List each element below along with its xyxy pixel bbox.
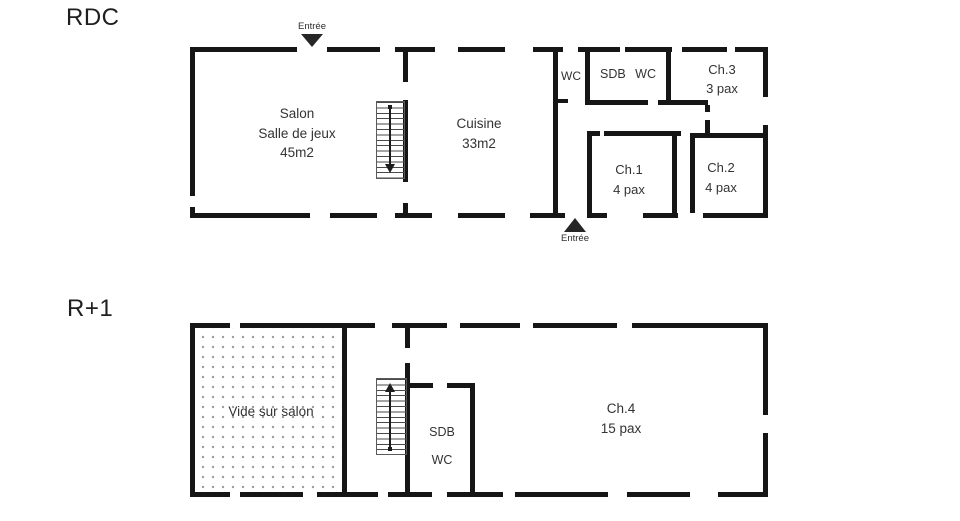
wall-segment: [403, 203, 408, 213]
wall-segment: [392, 323, 447, 328]
stair-arrow-up-icon: [385, 383, 395, 392]
wall-segment: [190, 323, 195, 497]
room-label-ch4: Ch.4 15 pax: [600, 401, 642, 436]
wall-segment: [458, 213, 505, 218]
floor-title-r1: R+1: [67, 295, 114, 322]
wall-segment: [703, 213, 768, 218]
wall-segment: [327, 47, 380, 52]
wall-segment: [625, 47, 672, 52]
room-label-vide-sur-salon: Vide sur salon: [228, 404, 314, 419]
wall-segment: [190, 47, 195, 196]
wall-segment: [405, 363, 410, 492]
wall-segment: [587, 213, 607, 218]
wall-segment: [403, 100, 408, 182]
wall-segment: [403, 52, 408, 82]
entrance-arrow-icon: [301, 34, 323, 47]
floor-title-rdc: RDC: [66, 4, 120, 31]
wall-segment: [533, 47, 563, 52]
wall-segment: [410, 383, 433, 388]
stair-arrow-start-dot: [388, 447, 392, 451]
wall-segment: [690, 133, 695, 213]
wall-segment: [447, 383, 475, 388]
room-label-sdb-wc: SDB WC: [600, 67, 656, 81]
wall-segment: [342, 323, 347, 497]
stair-arrow-down-icon: [385, 164, 395, 173]
wall-segment: [578, 47, 620, 52]
room-label-ch3: Ch.3 3 pax: [706, 62, 738, 96]
wall-segment: [405, 328, 410, 348]
wall-segment: [763, 323, 768, 415]
stair-arrow-line: [389, 391, 391, 449]
wall-segment: [666, 52, 671, 105]
wall-segment: [604, 131, 681, 136]
wall-segment: [558, 99, 568, 103]
stair-arrow-line: [389, 107, 391, 165]
entrance-arrow-icon: [564, 218, 586, 232]
wall-segment: [553, 52, 558, 213]
wall-segment: [627, 492, 690, 497]
entrance-label-bottom: Entrée: [561, 233, 589, 244]
wall-segment: [190, 492, 230, 497]
wall-segment: [587, 131, 600, 136]
room-label-ch2: Ch.2 4 pax: [705, 160, 737, 195]
staircase-rdc: [376, 101, 405, 179]
wall-segment: [533, 323, 617, 328]
wall-segment: [672, 131, 677, 213]
wall-segment: [585, 52, 590, 103]
wall-segment: [682, 47, 727, 52]
wall-segment: [395, 47, 435, 52]
wall-segment: [190, 207, 195, 218]
wall-segment: [735, 47, 768, 52]
wall-segment: [447, 492, 503, 497]
entrance-label-top: Entrée: [298, 21, 326, 32]
wall-segment: [587, 131, 592, 213]
wall-segment: [515, 492, 608, 497]
wall-segment: [388, 492, 432, 497]
wall-segment: [240, 492, 303, 497]
staircase-r1: [376, 378, 407, 455]
wall-segment: [763, 125, 768, 218]
wall-segment: [585, 100, 648, 105]
void-dotted-area: [195, 328, 342, 492]
room-label-salon: Salon Salle de jeux 45m2: [258, 106, 336, 160]
wall-segment: [763, 47, 768, 97]
wall-segment: [658, 100, 708, 105]
wall-segment: [395, 213, 432, 218]
wall-segment: [190, 47, 297, 52]
wall-segment: [458, 47, 505, 52]
wall-segment: [763, 433, 768, 497]
wall-segment: [718, 492, 768, 497]
room-label-wc: WC: [561, 69, 581, 83]
wall-segment: [240, 323, 375, 328]
room-label-sdb-wc-r1: SDB WC: [429, 425, 455, 467]
wall-segment: [190, 213, 310, 218]
wall-segment: [705, 120, 710, 133]
wall-segment: [330, 213, 377, 218]
wall-segment: [632, 323, 768, 328]
wall-segment: [460, 323, 520, 328]
wall-segment: [530, 213, 565, 218]
wall-segment: [690, 133, 768, 138]
wall-segment: [705, 105, 710, 112]
wall-segment: [470, 383, 475, 492]
wall-segment: [190, 323, 230, 328]
wall-segment: [317, 492, 378, 497]
room-label-cuisine: Cuisine 33m2: [456, 116, 502, 151]
wall-segment: [643, 213, 678, 218]
room-label-ch1: Ch.1 4 pax: [613, 162, 645, 197]
